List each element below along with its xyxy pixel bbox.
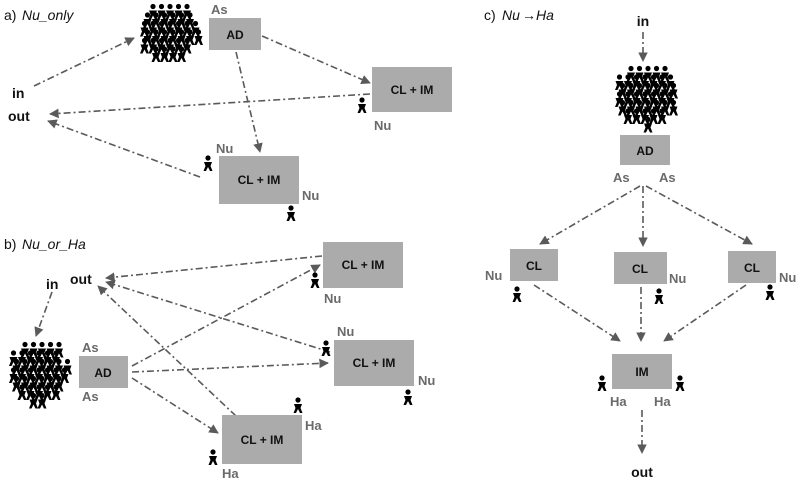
panel-b-clim-2-box: [334, 340, 414, 386]
person-icon: [654, 288, 664, 304]
arrow-clim-1-to-out: [49, 93, 371, 119]
panel-a-out: out: [8, 108, 30, 124]
panel-c-cl-2-box: [614, 252, 667, 284]
panel-b-nu-1: Nu: [324, 291, 341, 306]
panel-b-clim-3-box: [222, 415, 302, 464]
panel-b-ad-box: [79, 356, 128, 388]
person-icon: [765, 284, 775, 300]
panel-a-clim-1-box: [372, 67, 452, 112]
arrow-clim-1-to-out: [105, 255, 323, 282]
person-icon: [403, 389, 413, 405]
panel-a-as-label: As: [211, 2, 228, 17]
person-icon: [310, 272, 320, 288]
panel-c-title-b: Ha: [536, 7, 554, 23]
crowd-icon: [615, 65, 678, 133]
panel-a: a) Nu_only in out AD As CL + IM Nu CL + …: [4, 2, 452, 221]
panel-c: c) Nu → Ha in AD As As CL Nu CL Nu CL Nu: [484, 7, 796, 480]
panel-a-clim-1-label: CL + IM: [391, 83, 434, 97]
panel-b-in: in: [46, 276, 58, 292]
arrow-ad-to-clim-3: [131, 377, 219, 434]
panel-c-title-arrow: →: [522, 7, 536, 23]
panel-a-clim-2-box: [219, 156, 299, 204]
arrow-cl-3-to-im: [663, 284, 747, 342]
panel-c-im-label: IM: [635, 365, 648, 379]
panel-c-as-1: As: [613, 170, 630, 185]
panel-b-clim-1-label: CL + IM: [342, 258, 385, 272]
panel-a-clim-2-label: CL + IM: [238, 173, 281, 187]
panel-b-as-2: As: [82, 389, 99, 404]
panel-c-ha-2: Ha: [654, 394, 671, 409]
panel-b-nu-2: Nu: [337, 324, 354, 339]
person-icon: [597, 375, 607, 391]
panel-b-as-1: As: [82, 340, 99, 355]
panel-c-in: in: [637, 13, 649, 29]
panel-c-out: out: [631, 464, 653, 480]
panel-c-ad-box: [620, 135, 670, 165]
arrow-ad-to-cl-3: [645, 185, 753, 245]
crowd-icon: [9, 341, 72, 409]
person-icon: [203, 155, 213, 171]
panel-b-ad-label: AD: [94, 366, 112, 380]
person-icon: [357, 97, 367, 113]
panel-c-cl-1-label: CL: [526, 259, 542, 273]
person-icon: [286, 205, 296, 221]
panel-a-prefix: a): [4, 7, 16, 23]
arrow-in-to-crowd: [33, 37, 135, 87]
panel-a-ad-label: AD: [226, 28, 244, 42]
panel-c-title-a: Nu: [502, 7, 520, 23]
panel-c-as-2: As: [659, 170, 676, 185]
panel-a-nu-1: Nu: [374, 118, 391, 133]
arrow-in-to-crowd: [34, 291, 53, 337]
panel-b-clim-3-label: CL + IM: [241, 433, 284, 447]
crowd-icon: [140, 3, 203, 62]
panel-c-prefix: c): [484, 7, 496, 23]
panel-c-nu-3: Nu: [779, 270, 796, 285]
panel-b-title: Nu_or_Ha: [22, 236, 86, 252]
arrow-ad-to-clim-1: [261, 35, 371, 84]
arrow-ad-to-clim-2: [131, 358, 329, 373]
arrow-clim-2-to-out: [47, 119, 201, 178]
panel-b-ha-2: Ha: [222, 466, 239, 481]
arrow-clim-2-to-out: [105, 279, 331, 353]
panel-b-clim-1-box: [323, 242, 403, 288]
panel-c-im-box: [612, 354, 672, 389]
person-icon: [293, 397, 303, 413]
panel-b: b) Nu_or_Ha in out AD As As CL + IM Nu C…: [4, 236, 435, 481]
arrow-cl-1-to-im: [533, 284, 621, 342]
panel-b-nu-3: Nu: [418, 373, 435, 388]
panel-c-cl-2-label: CL: [632, 262, 648, 276]
arrow-ad-to-clim-1: [131, 264, 321, 367]
panel-c-cl-1-box: [510, 249, 558, 281]
panel-a-nu-2: Nu: [216, 141, 233, 156]
panel-c-cl-3-box: [728, 251, 776, 283]
panel-a-ad-box: [209, 18, 261, 50]
panel-a-in: in: [12, 85, 24, 101]
panel-c-nu-1: Nu: [485, 268, 502, 283]
panel-c-cl-3-label: CL: [744, 261, 760, 275]
person-icon: [512, 286, 522, 302]
panel-a-title: Nu_only: [22, 7, 74, 23]
person-icon: [208, 449, 218, 465]
panel-c-nu-2: Nu: [669, 271, 686, 286]
person-icon: [321, 340, 331, 356]
panel-a-nu-3: Nu: [302, 188, 319, 203]
panel-b-out: out: [70, 271, 92, 287]
person-icon: [675, 375, 685, 391]
arrow-ad-to-cl-1: [539, 185, 641, 245]
panel-b-ha-1: Ha: [305, 418, 322, 433]
panel-b-prefix: b): [4, 236, 16, 252]
arrow-clim-3-to-out: [97, 285, 237, 417]
panel-c-ha-1: Ha: [610, 394, 627, 409]
panel-c-ad-label: AD: [636, 144, 654, 158]
panel-b-clim-2-label: CL + IM: [353, 356, 396, 370]
